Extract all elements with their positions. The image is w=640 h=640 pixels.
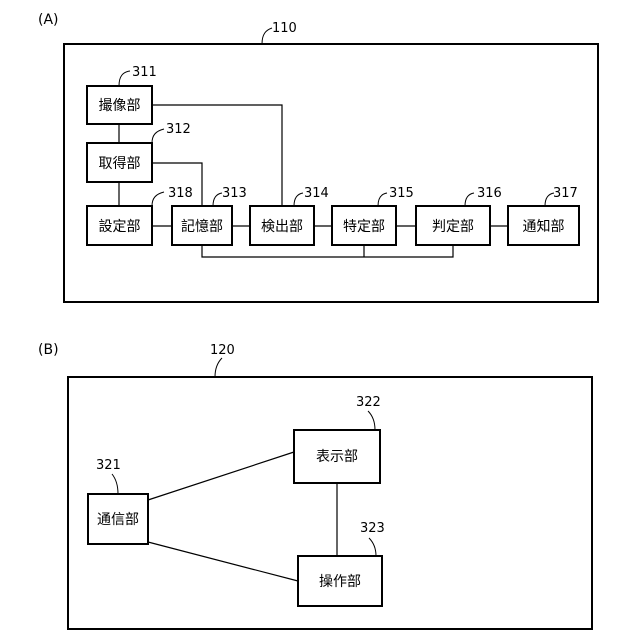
ref-display: 322	[356, 395, 381, 410]
block-detection: 検出部 314	[250, 186, 329, 245]
ref-setting: 318	[168, 186, 193, 201]
ref-identification: 315	[389, 186, 414, 201]
block-display-label: 表示部	[316, 449, 358, 465]
ref-leader-communication	[112, 474, 118, 494]
block-detection-label: 検出部	[261, 219, 303, 235]
block-identification-label: 特定部	[343, 219, 385, 235]
block-acquisition: 取得部 312	[87, 122, 191, 182]
panel-a-ref: 110	[272, 21, 297, 36]
ref-operation: 323	[360, 521, 385, 536]
block-identification: 特定部 315	[332, 186, 414, 245]
panel-a-ref-leader	[262, 28, 272, 44]
connector-communication-display	[148, 452, 294, 500]
block-operation: 操作部 323	[298, 521, 385, 606]
block-communication-label: 通信部	[97, 512, 139, 528]
ref-acquisition: 312	[166, 122, 191, 137]
ref-leader-determination	[465, 193, 474, 206]
ref-leader-imaging	[119, 71, 130, 86]
ref-leader-identification	[378, 193, 387, 206]
block-acquisition-label: 取得部	[99, 155, 141, 172]
ref-leader-display	[368, 411, 375, 430]
block-display: 表示部 322	[294, 395, 381, 483]
panel-b-ref-leader	[215, 358, 222, 377]
ref-detection: 314	[304, 186, 329, 201]
ref-notification: 317	[553, 186, 578, 201]
block-imaging-label: 撮像部	[99, 97, 141, 114]
ref-leader-operation	[369, 538, 376, 556]
block-notification: 通知部 317	[508, 186, 579, 245]
panel-b-label: (B)	[38, 342, 59, 358]
panel-b-ref: 120	[210, 343, 235, 358]
panel-a: (A) 110 撮像部 311 取得部 312 設定部	[38, 12, 598, 302]
ref-leader-storage	[213, 193, 222, 206]
ref-leader-acquisition	[152, 129, 164, 143]
block-operation-label: 操作部	[319, 574, 361, 590]
connector-storage-determination-bus	[202, 245, 453, 257]
ref-communication: 321	[96, 458, 121, 473]
block-notification-label: 通知部	[523, 218, 565, 235]
block-communication: 通信部 321	[88, 458, 148, 544]
block-setting-label: 設定部	[99, 219, 141, 235]
ref-determination: 316	[477, 186, 502, 201]
ref-imaging: 311	[132, 65, 157, 80]
ref-leader-detection	[294, 193, 303, 206]
block-storage-label: 記憶部	[181, 218, 223, 235]
block-imaging: 撮像部 311	[87, 65, 157, 124]
panel-a-label: (A)	[38, 12, 59, 28]
block-determination-label: 判定部	[432, 219, 474, 235]
connector-communication-operation	[148, 542, 298, 581]
block-determination: 判定部 316	[416, 186, 502, 245]
ref-storage: 313	[222, 186, 247, 201]
panel-b: (B) 120 通信部 321 表示部 322 操作部 323	[38, 342, 592, 629]
ref-leader-setting	[152, 192, 164, 206]
